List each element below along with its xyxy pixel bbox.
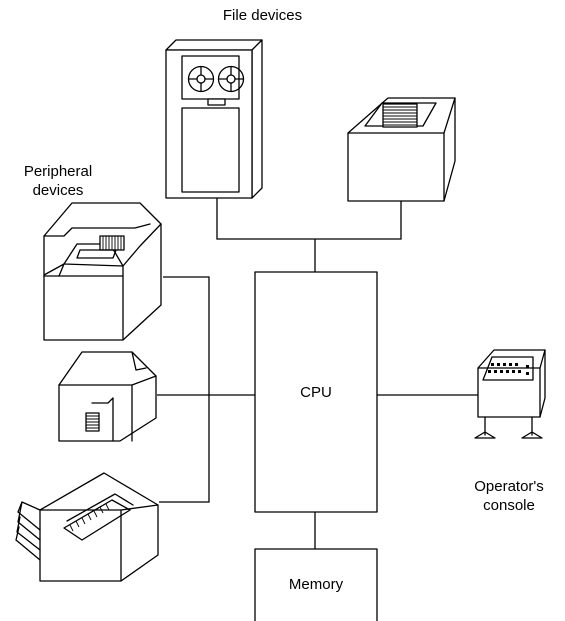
- cpu-box: [254, 271, 378, 513]
- operator-label-line1: Operator's: [474, 478, 544, 495]
- peripheral-devices-label: Peripheral devices: [0, 162, 116, 200]
- memory-label: Memory: [288, 576, 344, 593]
- connection-lines: [157, 192, 478, 549]
- card-punch-icon: [58, 351, 157, 442]
- peripheral-label-line2: devices: [32, 182, 84, 199]
- line-printer-icon: [15, 472, 159, 582]
- operators-console-label: Operator's console: [456, 477, 562, 515]
- disk-drive-icon: [347, 97, 456, 202]
- peripheral-label-line1: Peripheral: [23, 163, 93, 180]
- memory-box: [254, 548, 378, 621]
- operator-console-icon: [474, 349, 546, 439]
- file-devices-label: File devices: [222, 7, 303, 24]
- operator-label-line2: console: [483, 497, 535, 514]
- cpu-label: CPU: [300, 384, 332, 401]
- card-reader-icon: [43, 202, 162, 341]
- peripheral-bus: [159, 276, 210, 503]
- tape-drive-icon: [165, 39, 263, 199]
- file-devices-bus: [216, 192, 402, 240]
